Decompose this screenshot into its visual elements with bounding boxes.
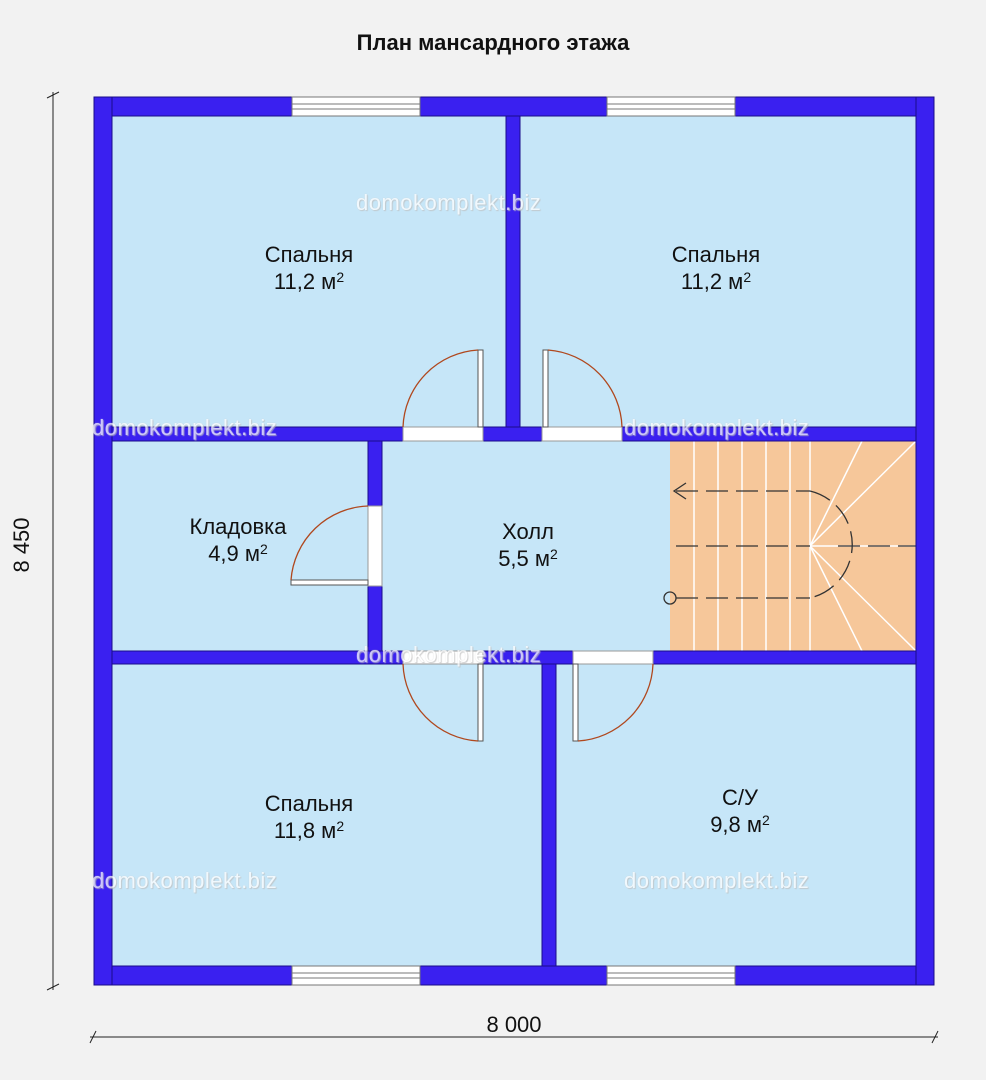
room-bathroom: С/У 9,8 м2 [710, 784, 770, 838]
windows [291, 96, 736, 986]
room-bedroom-top-right: Спальня 11,2 м2 [672, 241, 760, 295]
watermark: domokomplekt.biz [624, 868, 810, 893]
room-area: 11,8 м2 [273, 818, 345, 843]
watermark: domokomplekt.biz [92, 868, 278, 893]
room-name: Спальня [264, 242, 354, 267]
room-name: Холл [502, 519, 554, 544]
room-hall: Холл 5,5 м2 [498, 518, 558, 572]
room-bedroom-bottom-left: Спальня 11,8 м2 [265, 790, 353, 844]
staircase [663, 440, 917, 652]
room-bedroom-top-left: Спальня 11,2 м2 [265, 241, 353, 295]
room-name: Спальня [264, 791, 354, 816]
room-area: 4,9 м2 [208, 541, 268, 566]
room-name: Кладовка [189, 514, 287, 539]
dimension-lines [46, 91, 939, 1044]
door-openings [367, 426, 654, 665]
dimension-height-label: 8 450 [9, 517, 34, 573]
watermark: domokomplekt.biz [356, 190, 542, 215]
room-name: С/У [722, 785, 758, 810]
watermark: domokomplekt.biz [356, 642, 542, 667]
dimension-width-label: 8 000 [486, 1012, 542, 1037]
room-name: Спальня [671, 242, 761, 267]
room-area: 11,2 м2 [273, 269, 345, 294]
plan-title: План мансардного этажа [356, 30, 630, 55]
room-storage: Кладовка 4,9 м2 [190, 513, 287, 567]
doors [290, 349, 654, 742]
room-area: 9,8 м2 [710, 812, 770, 837]
watermark: domokomplekt.biz [92, 415, 278, 440]
room-area: 11,2 м2 [680, 269, 752, 294]
room-area: 5,5 м2 [498, 546, 558, 571]
watermark: domokomplekt.biz [624, 415, 810, 440]
